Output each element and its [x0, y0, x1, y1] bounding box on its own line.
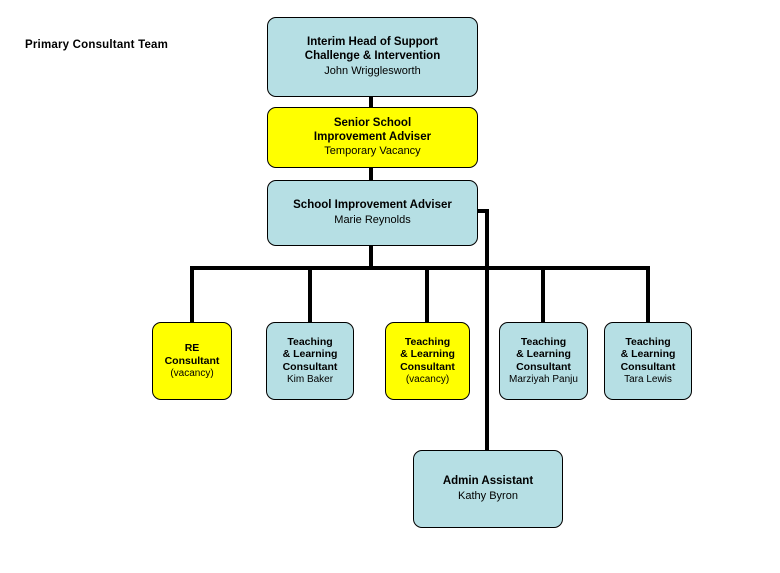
connector-drop-tlc-vacancy	[425, 266, 429, 323]
node-school-improvement-adviser[interactable]: School Improvement Adviser Marie Reynold…	[267, 180, 478, 246]
connector-drop-tlc-tara	[646, 266, 650, 323]
node-person: (vacancy)	[405, 374, 450, 386]
page-title: Primary Consultant Team	[25, 39, 169, 51]
node-person: Marziyah Panju	[509, 374, 578, 386]
node-person: Temporary Vacancy	[324, 145, 421, 158]
connector-horizontal-bus	[190, 266, 650, 270]
node-role: Teaching & Learning Consultant	[400, 336, 455, 373]
connector-drop-tlc-kim	[308, 266, 312, 323]
node-person: Marie Reynolds	[334, 213, 411, 226]
connector-senior-adviser-to-adviser	[369, 167, 373, 181]
connector-adviser-to-admin-elbow	[478, 209, 489, 213]
node-senior-school-improvement-adviser[interactable]: Senior School Improvement Adviser Tempor…	[267, 107, 478, 168]
node-role: Senior School Improvement Adviser	[313, 116, 432, 143]
node-role: Interim Head of Support Challenge & Inte…	[304, 36, 441, 63]
node-role: RE Consultant	[164, 342, 220, 367]
node-teaching-learning-consultant-vacancy[interactable]: Teaching & Learning Consultant (vacancy)	[385, 322, 470, 400]
node-person: John Wrigglesworth	[324, 64, 421, 77]
node-role: Teaching & Learning Consultant	[516, 336, 571, 373]
node-teaching-learning-consultant-marziyah-panju[interactable]: Teaching & Learning Consultant Marziyah …	[499, 322, 588, 400]
node-teaching-learning-consultant-kim-baker[interactable]: Teaching & Learning Consultant Kim Baker	[266, 322, 354, 400]
node-re-consultant[interactable]: RE Consultant (vacancy)	[152, 322, 232, 400]
connector-drop-tlc-marziyah	[541, 266, 545, 323]
node-teaching-learning-consultant-tara-lewis[interactable]: Teaching & Learning Consultant Tara Lewi…	[604, 322, 692, 400]
node-role: School Improvement Adviser	[293, 199, 452, 212]
node-person: (vacancy)	[170, 367, 214, 379]
node-role: Teaching & Learning Consultant	[282, 336, 338, 373]
connector-head-to-senior-adviser	[369, 97, 373, 107]
node-role: Teaching & Learning Consultant	[620, 336, 676, 373]
connector-drop-admin-assistant	[485, 209, 489, 452]
node-person: Kathy Byron	[458, 489, 518, 502]
node-role: Admin Assistant	[442, 475, 534, 488]
node-interim-head-of-support[interactable]: Interim Head of Support Challenge & Inte…	[267, 17, 478, 97]
connector-adviser-to-bus	[369, 245, 373, 269]
connector-drop-re-consultant	[190, 266, 194, 323]
node-admin-assistant[interactable]: Admin Assistant Kathy Byron	[413, 450, 563, 528]
node-person: Kim Baker	[286, 374, 334, 386]
node-person: Tara Lewis	[624, 374, 672, 386]
